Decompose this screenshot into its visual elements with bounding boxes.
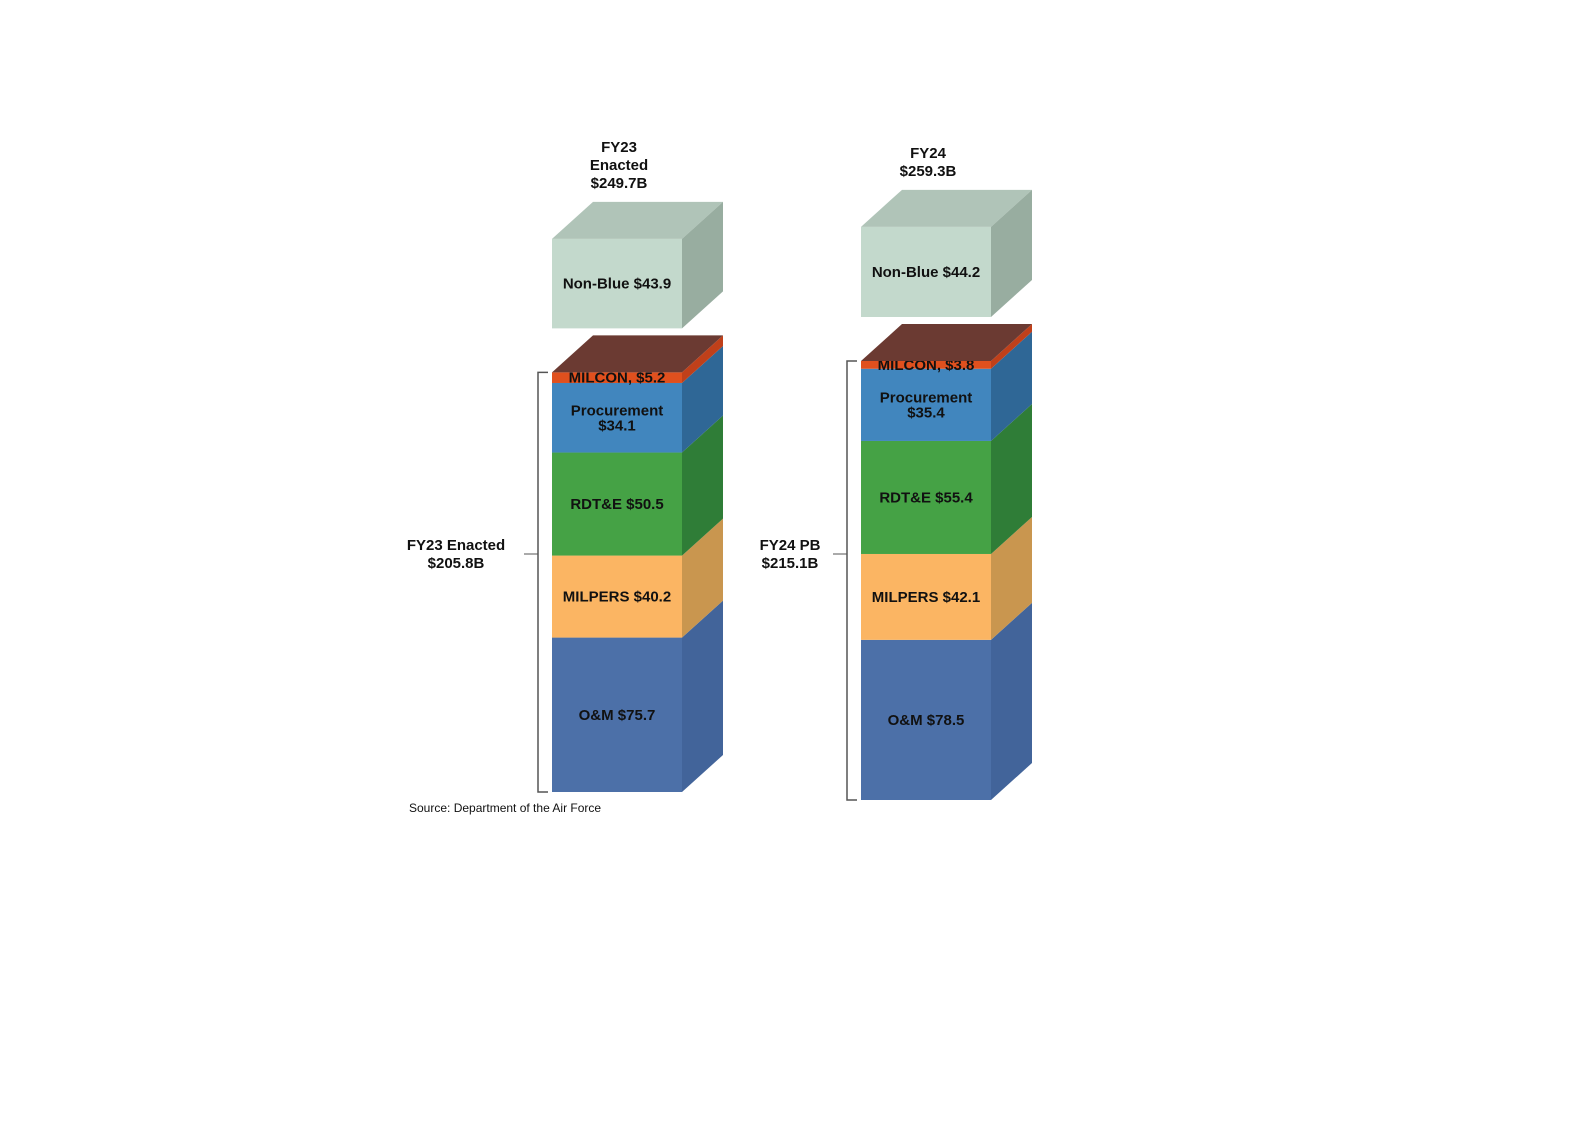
non-blue-side [991,189,1032,317]
segment-side [991,323,1032,369]
segment-side [682,415,723,556]
segment-front [552,452,682,556]
segment-front [861,553,991,640]
segment-front [861,360,991,369]
segment-milpers: MILPERS $40.2 [552,518,723,638]
bracket [846,360,857,801]
segment-label: Procurement [880,389,973,406]
segment-non-blue: Non-Blue $44.2 [861,189,1032,317]
segment-om: O&M $78.5 [861,602,1032,800]
segment-label: O&M $75.7 [579,707,656,724]
segment-label: Procurement [571,402,664,419]
non-blue-front [861,226,991,317]
bracket-label: $205.8B [428,555,485,572]
segment-rdte: RDT&E $50.5 [552,415,723,556]
segment-label: RDT&E $55.4 [879,489,973,506]
segment-side [991,403,1032,554]
stack-top-face [552,335,723,373]
segment-front [861,440,991,554]
segment-side [991,516,1032,640]
segment-front [552,372,682,383]
bracket-label: $215.1B [762,555,819,572]
non-blue-front [552,238,682,329]
segment-label: MILPERS $42.1 [872,589,980,606]
segment-label: MILCON, $3.8 [878,357,975,374]
segment-procurement: Procurement$35.4 [861,331,1032,441]
segment-front [861,368,991,441]
segment-label: RDT&E $50.5 [570,496,663,513]
column-header: $249.7B [591,175,648,192]
segment-side [991,331,1032,441]
segment-front [552,555,682,638]
column-header: $259.3B [900,163,957,180]
segment-front [552,382,682,453]
bracket-label: FY24 PB [760,537,821,554]
segment-front [861,639,991,800]
segment-non-blue: Non-Blue $43.9 [552,201,723,329]
segment-side [682,335,723,383]
segment-label: $34.1 [598,417,636,434]
column-header: FY23 [601,139,637,156]
column-0: O&M $75.7 MILPERS $40.2 RDT&E $50.5 Procure… [407,139,723,793]
column-header: Enacted [590,157,648,174]
non-blue-top [552,201,723,239]
segment-side [991,602,1032,800]
segment-procurement: Procurement$34.1 [552,345,723,453]
segment-om: O&M $75.7 [552,600,723,792]
segment-milpers: MILPERS $42.1 [861,516,1032,640]
segment-label: $35.4 [907,404,945,421]
column-1: O&M $78.5 MILPERS $42.1 RDT&E $55.4 Procure… [760,145,1032,801]
bracket-label: FY23 Enacted [407,537,505,554]
non-blue-label: Non-Blue $43.9 [563,276,671,293]
segment-milcon: MILCON, $5.2 [552,335,723,387]
non-blue-top [861,189,1032,227]
source-note: Source: Department of the Air Force [409,801,601,815]
non-blue-label: Non-Blue $44.2 [872,264,980,281]
segment-label: MILCON, $5.2 [569,370,666,387]
non-blue-side [682,201,723,329]
bracket [537,371,548,793]
segment-label: O&M $78.5 [888,712,965,729]
segment-side [682,345,723,453]
segment-side [682,600,723,792]
stack-top-face [861,323,1032,361]
column-header: FY24 [910,145,947,162]
segment-milcon: MILCON, $3.8 [861,323,1032,374]
segment-front [552,637,682,792]
segment-side [682,518,723,638]
segment-rdte: RDT&E $55.4 [861,403,1032,554]
segment-label: MILPERS $40.2 [563,589,671,606]
